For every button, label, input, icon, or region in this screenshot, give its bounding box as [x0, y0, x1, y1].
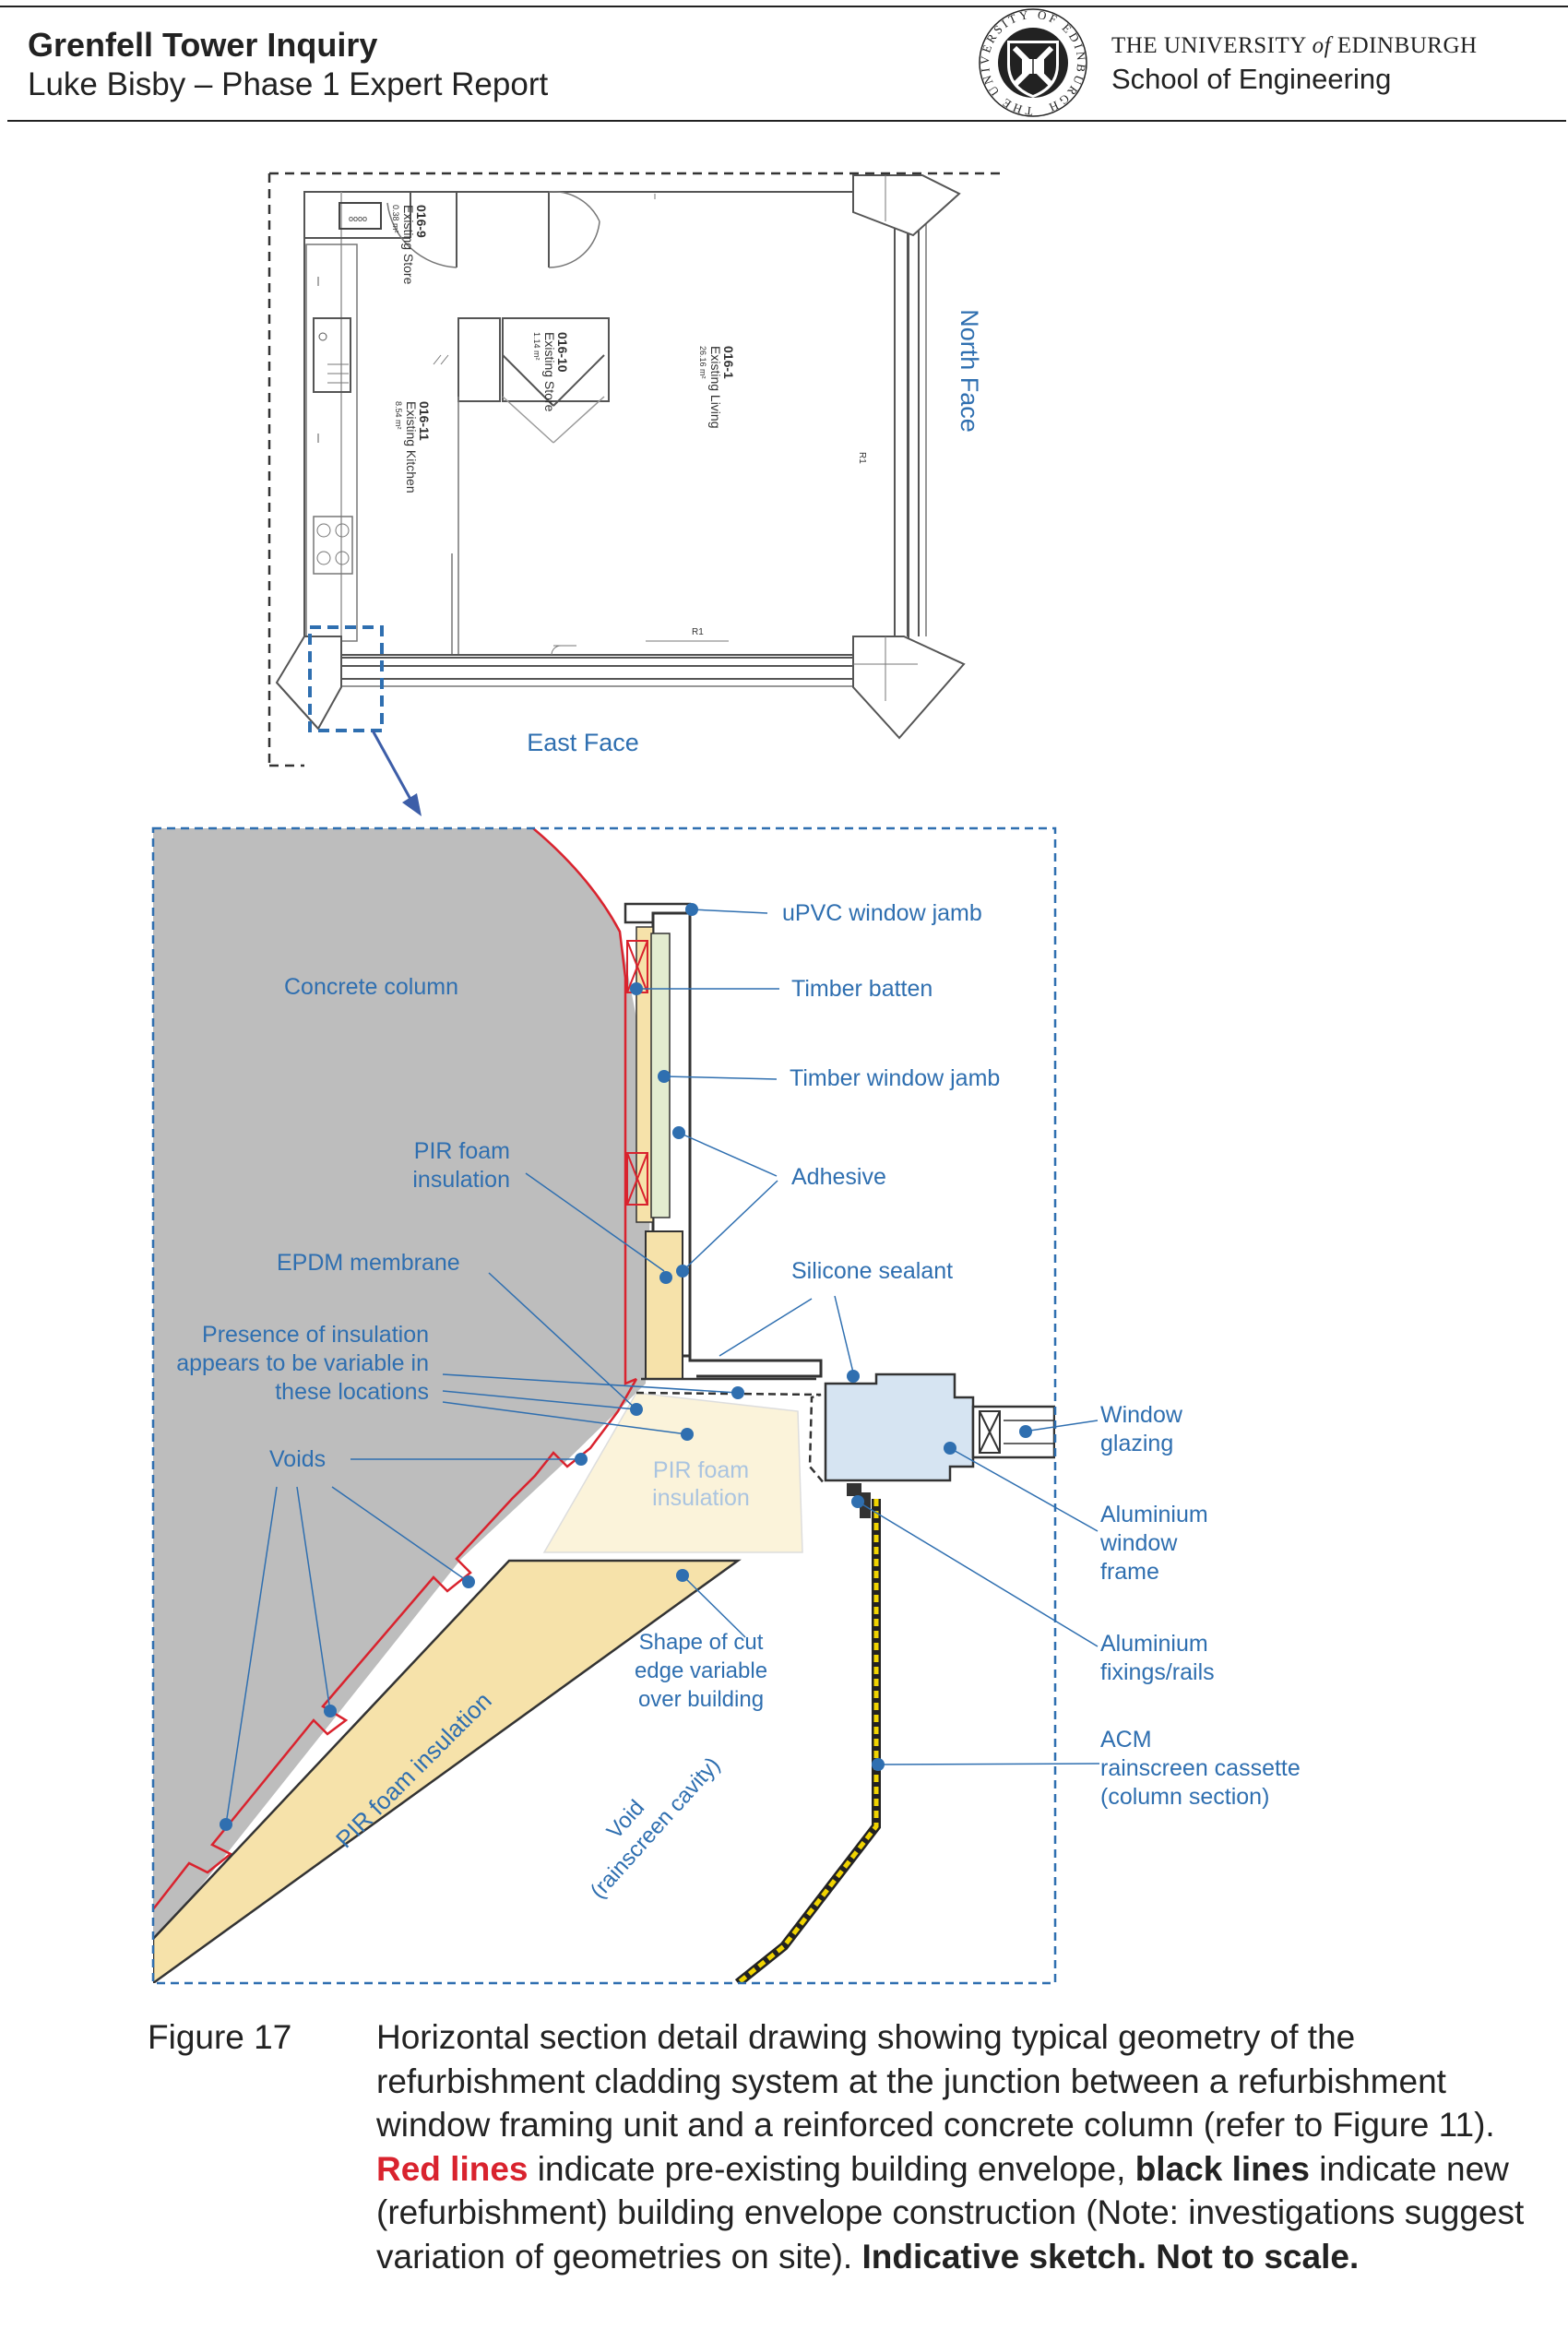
school-name: School of Engineering	[1111, 63, 1392, 95]
university-of: of	[1312, 33, 1332, 58]
label-acm-line3: (column section)	[1100, 1784, 1269, 1810]
pir-foam-diagonal	[153, 1559, 742, 1983]
label-alu-frame-line3: frame	[1100, 1559, 1159, 1585]
room-016-11-name: Existing Kitchen	[404, 401, 419, 493]
university-word: THE UNIVERSITY	[1111, 33, 1306, 58]
label-acm-line1: ACM	[1100, 1727, 1152, 1753]
caption-part-3: indicate new (refurbishment) building en…	[376, 2149, 1525, 2276]
room-016-1-name: Existing Living	[708, 346, 723, 429]
section-detail: uPVC window jamb Concrete column Timber …	[151, 826, 1301, 1985]
figure-number: Figure 17	[148, 2018, 292, 2056]
label-presence-line1: Presence of insulation	[202, 1322, 429, 1348]
label-alu-fixings-line1: Aluminium	[1100, 1631, 1208, 1657]
window-glazing	[971, 1405, 1055, 1459]
room-016-1-code: 016-1	[721, 346, 736, 379]
room-016-11-area: 8.54 m²	[394, 401, 403, 430]
room-016-10-area: 1.14 m²	[532, 332, 541, 361]
acm-rainscreen-cassette	[736, 1499, 879, 1983]
label-upvc-window-jamb: uPVC window jamb	[782, 900, 982, 926]
label-timber-batten: Timber batten	[791, 976, 932, 1002]
east-face-label: East Face	[527, 729, 639, 756]
pir-foam-inner	[542, 1392, 803, 1553]
floor-plan: oooo 016-9 Existing	[267, 172, 1005, 816]
caption-red-lines: Red lines	[376, 2149, 529, 2188]
label-timber-window-jamb: Timber window jamb	[790, 1065, 1000, 1091]
label-window-glazing-line2: glazing	[1100, 1431, 1173, 1456]
label-concrete-column: Concrete column	[284, 974, 458, 1000]
label-pir-inner-line1: PIR foam	[653, 1457, 749, 1483]
detail-frame	[151, 826, 1057, 1985]
label-window-glazing-line1: Window	[1100, 1402, 1183, 1428]
plan-mark-r1-right: R1	[857, 452, 867, 464]
label-presence-line3: these locations	[275, 1379, 429, 1405]
label-alu-fixings-line2: fixings/rails	[1100, 1659, 1215, 1685]
label-shape-line1: Shape of cut	[639, 1630, 764, 1655]
pre-existing-envelope-line	[532, 828, 637, 1385]
room-016-9-area: 0.38 m²	[391, 205, 400, 233]
caption-part-2: indicate pre-existing building envelope,	[528, 2149, 1135, 2188]
label-alu-frame-line2: window	[1099, 1530, 1178, 1556]
university-name: THE UNIVERSITY of EDINBURGH	[1111, 33, 1478, 59]
label-epdm-membrane: EPDM membrane	[277, 1250, 460, 1276]
room-016-1-area: 26.16 m²	[698, 346, 707, 379]
label-shape-line2: edge variable	[635, 1658, 767, 1683]
label-silicone-sealant: Silicone sealant	[791, 1258, 953, 1284]
report-title: Grenfell Tower Inquiry	[28, 26, 378, 64]
aluminium-window-frame	[824, 1373, 975, 1482]
university-crest-logo: THE UNIVERSITY OF EDINBURGH	[978, 7, 1087, 118]
label-pir-inner-line2: insulation	[652, 1485, 750, 1511]
label-pir-foam-1-line2: insulation	[412, 1167, 510, 1193]
header-top-rule	[0, 6, 1568, 7]
caption-black-lines: black lines	[1134, 2149, 1310, 2188]
room-016-10-code: 016-10	[555, 332, 570, 373]
caption-text: Horizontal section detail drawing showin…	[376, 2015, 1566, 2278]
caption-part-1: Horizontal section detail drawing showin…	[376, 2018, 1495, 2144]
callout-arrow	[371, 730, 414, 803]
label-alu-frame-line1: Aluminium	[1100, 1502, 1208, 1527]
label-presence-line2: appears to be variable in	[176, 1350, 429, 1376]
svg-text:oooo: oooo	[349, 214, 367, 223]
room-016-11-code: 016-11	[417, 401, 432, 441]
report-subtitle: Luke Bisby – Phase 1 Expert Report	[28, 66, 549, 102]
label-shape-line3: over building	[638, 1687, 764, 1712]
room-016-9-code: 016-9	[414, 205, 429, 238]
label-adhesive: Adhesive	[791, 1164, 886, 1190]
label-acm-line2: rainscreen cassette	[1100, 1755, 1301, 1781]
label-voids: Voids	[269, 1446, 326, 1472]
concrete-column-fill	[153, 828, 650, 1946]
detail-callout-box	[308, 625, 384, 732]
room-016-10-name: Existing Store	[542, 332, 557, 412]
room-016-9-name: Existing Store	[401, 205, 416, 285]
plan-mark-r1-bottom: R1	[692, 627, 704, 637]
north-face-label: North Face	[956, 309, 983, 433]
label-pir-foam-1-line1: PIR foam	[414, 1138, 510, 1164]
caption-indicative: Indicative sketch. Not to scale.	[861, 2237, 1360, 2276]
header-rule	[7, 120, 1566, 122]
page-header: Grenfell Tower Inquiry Luke Bisby – Phas…	[0, 0, 1568, 125]
university-city: EDINBURGH	[1336, 33, 1478, 58]
